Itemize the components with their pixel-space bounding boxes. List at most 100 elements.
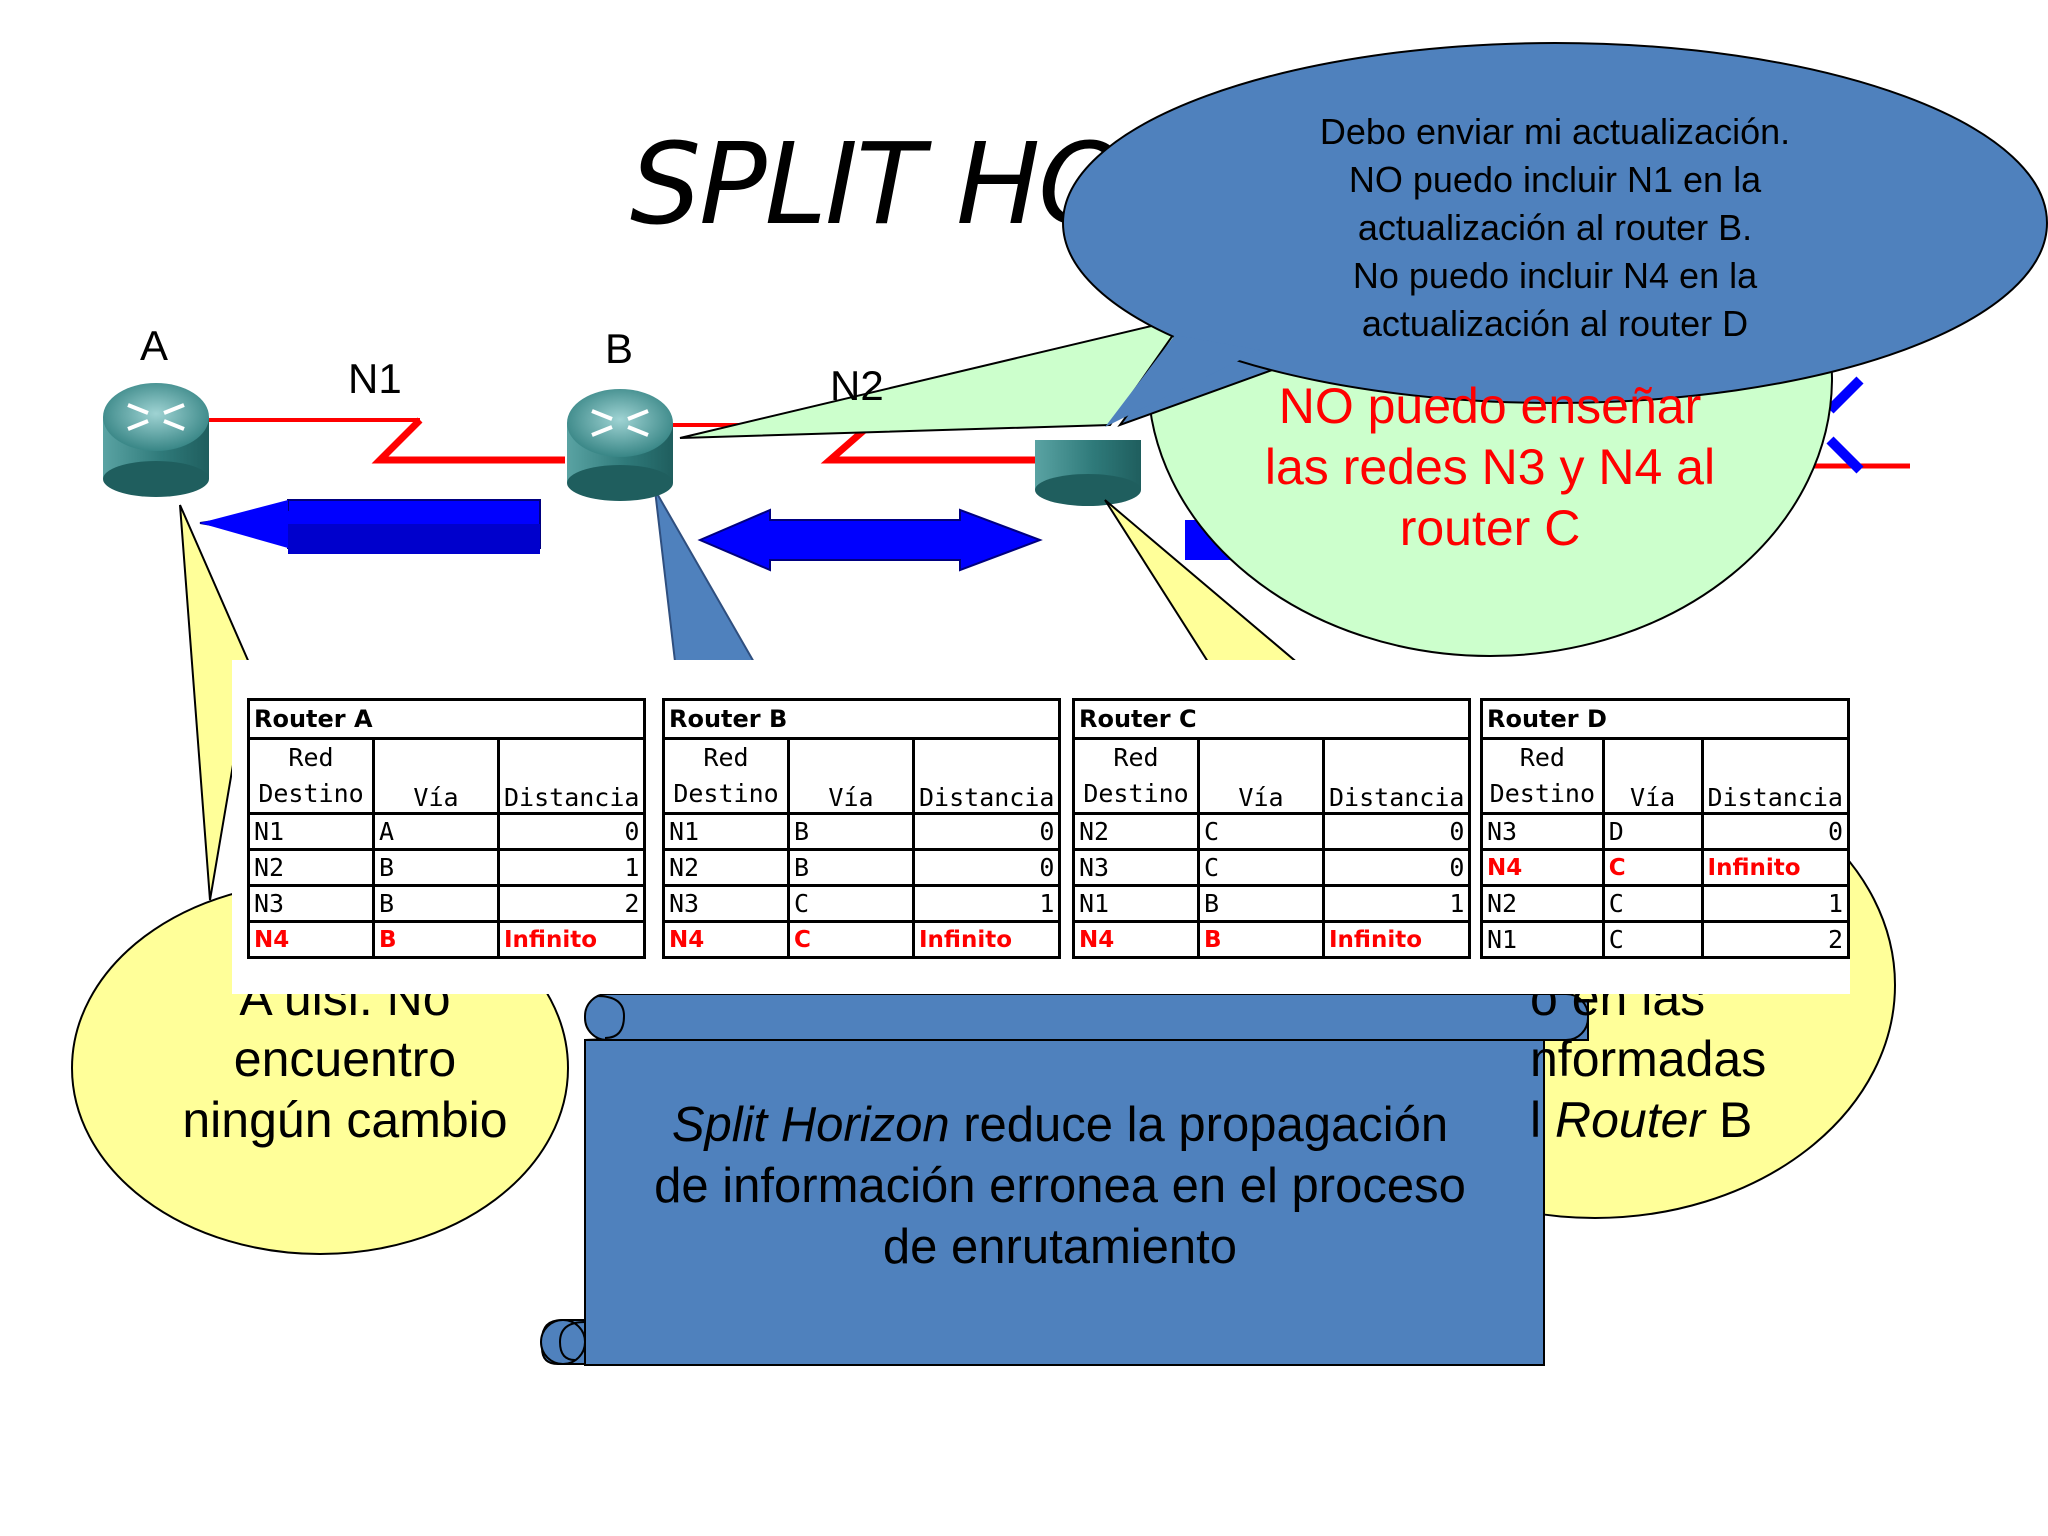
- column-header: Vía: [1601, 737, 1704, 815]
- yellow-bubble-left-text: A ulsi. No encuentro ningún cambio: [150, 968, 540, 1151]
- update-arrow-d: [1826, 376, 1864, 474]
- cell: N1: [1480, 920, 1605, 959]
- column-header: Vía: [787, 737, 915, 815]
- cell: B: [372, 920, 500, 959]
- cell: N4: [662, 920, 790, 959]
- scroll-italic: Split Horizon: [671, 1098, 950, 1152]
- table-title: Router A: [246, 698, 647, 740]
- update-arrow-b-to-a: [199, 499, 541, 554]
- cell: Infinito: [1700, 848, 1851, 887]
- scroll-line-1-rest: reduce la propagación: [949, 1098, 1449, 1152]
- scroll-line-3: de enrutamiento: [882, 1220, 1238, 1274]
- cell: A: [372, 812, 500, 851]
- dark-bubble-line: No puedo incluir N4 en la: [1352, 255, 1758, 296]
- cell: N1: [1072, 884, 1200, 923]
- cell: D: [1601, 812, 1704, 851]
- router-b-icon: [567, 389, 673, 501]
- cell: 0: [1321, 848, 1472, 887]
- network-n1-label: N1: [348, 355, 402, 402]
- link-n1: [205, 417, 565, 464]
- cell: B: [787, 848, 915, 887]
- router-b-label: B: [605, 325, 634, 372]
- cell: N4: [1480, 848, 1605, 887]
- green-bubble-line: NO puedo enseñar: [1278, 378, 1702, 434]
- cell: B: [1197, 884, 1325, 923]
- cell: B: [1197, 920, 1325, 959]
- network-n2-label: N2: [830, 362, 884, 409]
- column-header: Red Destino: [662, 737, 790, 815]
- router-c-icon: [1035, 440, 1141, 506]
- cell: N3: [1072, 848, 1200, 887]
- cell: 0: [911, 812, 1062, 851]
- column-header: Red Destino: [247, 737, 375, 815]
- cell: Infinito: [496, 920, 647, 959]
- cell: C: [1197, 812, 1325, 851]
- yellow-left-line: ningún cambio: [182, 1092, 508, 1148]
- cell: B: [372, 884, 500, 923]
- green-bubble-text: NO puedo enseñar las redes N3 y N4 al ro…: [1225, 376, 1755, 559]
- cell: 0: [1700, 812, 1851, 851]
- update-arrow-b-c: [697, 508, 1043, 572]
- cell: N1: [247, 812, 375, 851]
- column-header: Red Destino: [1480, 737, 1605, 815]
- cell: 0: [1321, 812, 1472, 851]
- cell: B: [787, 812, 915, 851]
- cell: N4: [247, 920, 375, 959]
- cell: N3: [662, 884, 790, 923]
- cell: C: [1601, 848, 1704, 887]
- column-header: Distancia: [911, 737, 1062, 815]
- green-bubble-line: router C: [1399, 500, 1581, 556]
- dark-bubble-line: NO puedo incluir N1 en la: [1348, 159, 1762, 200]
- cell: N2: [1480, 884, 1605, 923]
- column-header: Distancia: [1700, 737, 1851, 815]
- cell: 1: [1321, 884, 1472, 923]
- yellow-left-line: encuentro: [233, 1031, 457, 1087]
- column-header: Vía: [372, 737, 500, 815]
- cell: C: [1601, 920, 1704, 959]
- dark-bubble-line: actualización al router B.: [1357, 207, 1753, 248]
- table-title: Router B: [661, 698, 1062, 740]
- cell: C: [787, 884, 915, 923]
- cell: 2: [496, 884, 647, 923]
- cell: N2: [662, 848, 790, 887]
- column-header: Vía: [1197, 737, 1325, 815]
- cell: 1: [911, 884, 1062, 923]
- cell: 0: [911, 848, 1062, 887]
- yellow-right-line: l Router B: [1530, 1092, 1753, 1148]
- scroll-text: Split Horizon reduce la propagación de i…: [610, 1095, 1510, 1278]
- cell: 0: [496, 812, 647, 851]
- dark-bubble-line: Debo enviar mi actualización.: [1319, 111, 1791, 152]
- yellow-bubble-right-text: o en las nformadas l Router B: [1530, 968, 1810, 1151]
- yellow-right-line: nformadas: [1530, 1031, 1767, 1087]
- column-header: Distancia: [496, 737, 647, 815]
- column-header: Distancia: [1321, 737, 1472, 815]
- cell: 1: [496, 848, 647, 887]
- cell: C: [1601, 884, 1704, 923]
- router-a-label: A: [140, 322, 169, 369]
- cell: C: [1197, 848, 1325, 887]
- dark-bubble-text: Debo enviar mi actualización. NO puedo i…: [1210, 108, 1900, 348]
- cell: 2: [1700, 920, 1851, 959]
- column-header: Red Destino: [1072, 737, 1200, 815]
- cell: N3: [247, 884, 375, 923]
- cell: B: [372, 848, 500, 887]
- summary-scroll: [540, 993, 1589, 1366]
